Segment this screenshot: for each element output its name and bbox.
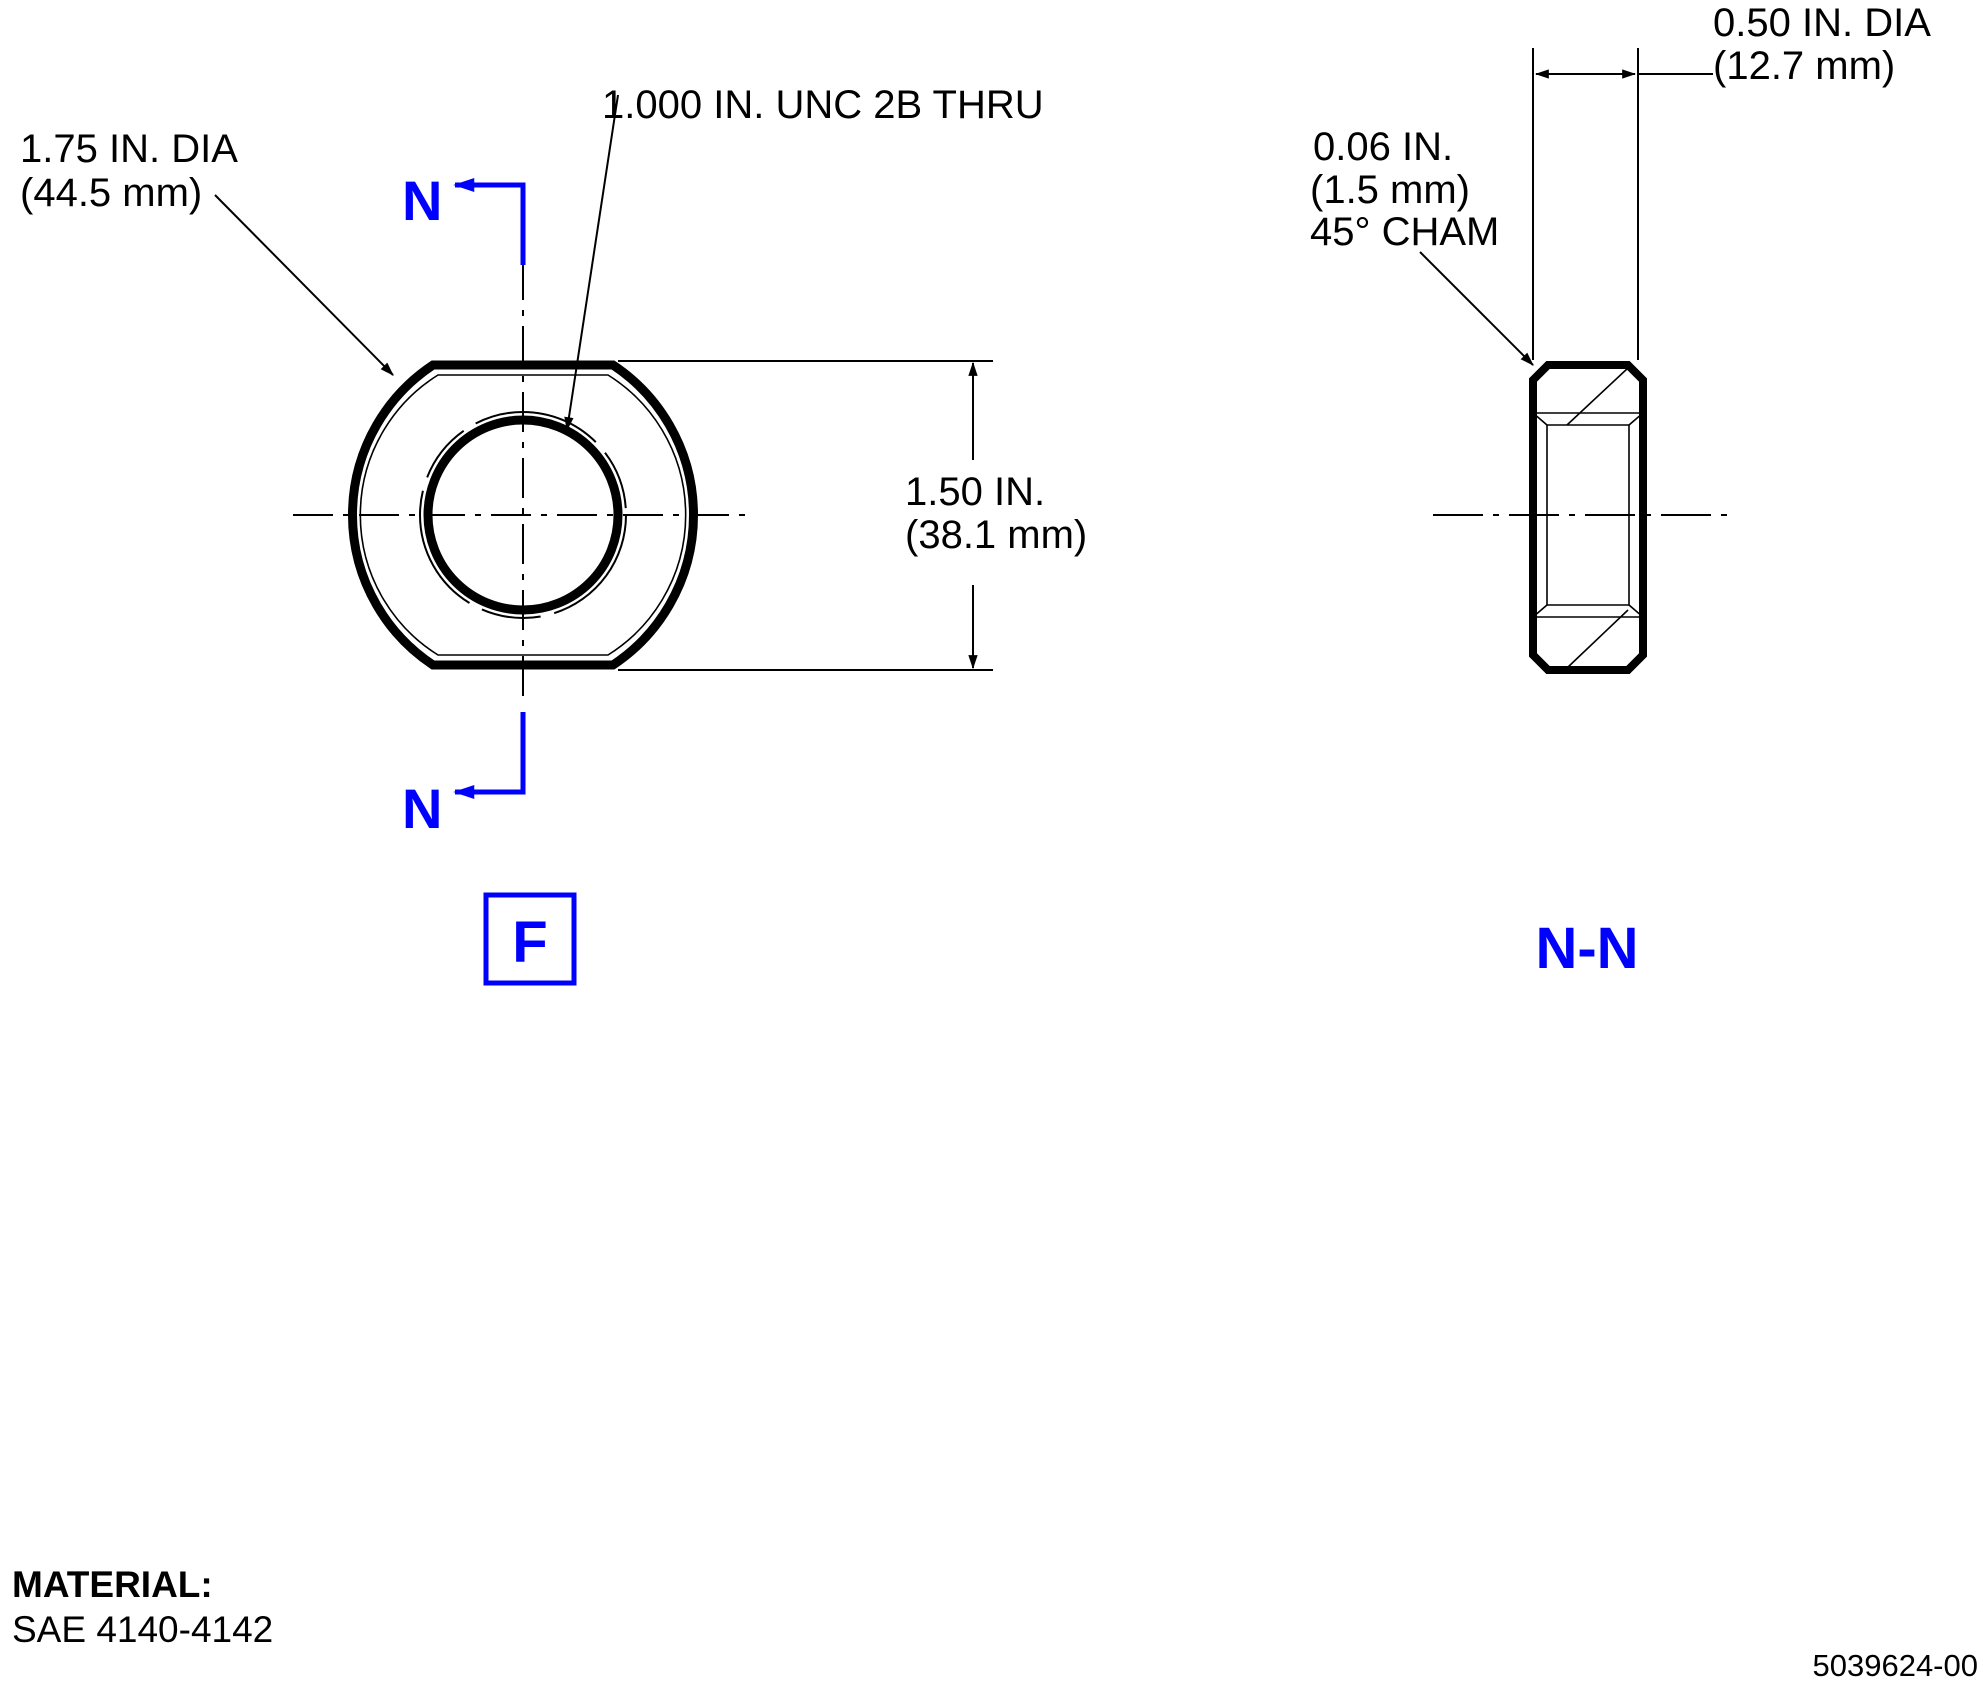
- chamfer-corner-bottom-right: [1628, 604, 1644, 618]
- view-id-box: [483, 892, 577, 986]
- front-view: 1.75 IN. DIA (44.5 mm) 1.000 IN. UNC 2B …: [20, 83, 1087, 986]
- outer-chamfer-line: [359, 374, 687, 656]
- material-spec: SAE 4140-4142: [12, 1609, 273, 1650]
- section-arrow-top-line: [453, 178, 526, 265]
- chamfer-diag-bottom: [1566, 609, 1629, 669]
- chamfer-label-line3: 45° CHAM: [1310, 210, 1499, 254]
- outer-dia-leader: [214, 194, 394, 376]
- drawing-number: 5039624-00: [1813, 1648, 1979, 1683]
- chamfer-corner-top-right: [1628, 412, 1644, 426]
- width-label-line1: 0.50 IN. DIA: [1713, 1, 1931, 45]
- chamfer-label-line2: (1.5 mm): [1310, 168, 1470, 212]
- chamfer-corner-bottom-left: [1532, 604, 1548, 618]
- section-marker-top: N: [402, 169, 442, 232]
- flats-label-line1: 1.50 IN.: [905, 470, 1045, 514]
- section-marker-bottom: N: [402, 777, 442, 840]
- chamfer-corner-top-left: [1532, 412, 1548, 426]
- material-note: MATERIAL: SAE 4140-4142: [12, 1564, 273, 1650]
- section-arrow-bottom-line: [453, 712, 526, 799]
- outer-profile: [348, 360, 698, 670]
- section-view: 0.50 IN. DIA (12.7 mm) 0.06 IN. (1.5 mm)…: [1310, 1, 1931, 981]
- material-heading: MATERIAL:: [12, 1564, 213, 1605]
- section-outline: [1529, 361, 1647, 674]
- chamfer-diag-top: [1566, 367, 1629, 426]
- outer-dia-label-line1: 1.75 IN. DIA: [20, 127, 238, 171]
- chamfer-label-line1: 0.06 IN.: [1313, 125, 1453, 169]
- chamfer-leader: [1419, 251, 1534, 366]
- flats-label-line2: (38.1 mm): [905, 513, 1087, 557]
- thread-label: 1.000 IN. UNC 2B THRU: [602, 83, 1044, 127]
- section-title: N-N: [1535, 916, 1638, 981]
- view-id-label: F: [512, 910, 547, 975]
- outer-dia-label-line2: (44.5 mm): [20, 171, 202, 215]
- thread-leader: [564, 94, 619, 432]
- width-label-line2: (12.7 mm): [1713, 44, 1895, 88]
